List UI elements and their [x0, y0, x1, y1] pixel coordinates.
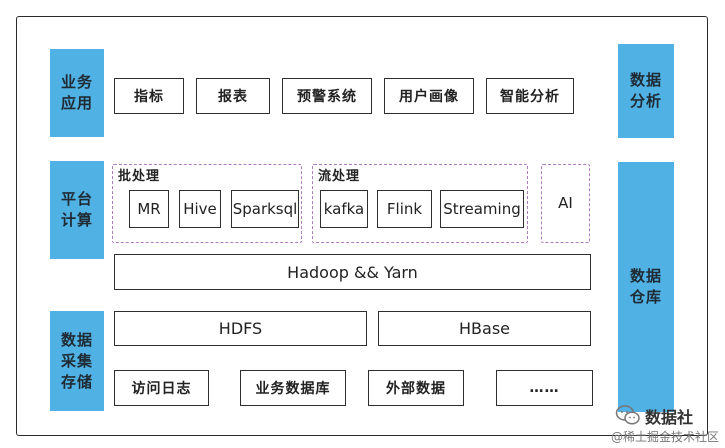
- watermark: 数据社 @稀土掘金技术社区: [609, 402, 719, 446]
- stream-box-flink: Flink: [377, 190, 432, 228]
- app-box-metrics: 指标: [114, 78, 184, 114]
- storage-box-hdfs: HDFS: [114, 311, 367, 346]
- stream-box-streaming: Streaming: [440, 190, 524, 228]
- stream-processing-title: 流处理: [316, 165, 363, 184]
- app-box-reports: 报表: [196, 78, 270, 114]
- watermark-brand: 数据社: [645, 408, 694, 427]
- app-box-user-profile: 用户画像: [384, 78, 474, 114]
- side-label-platform-compute: 平台 计算: [50, 161, 104, 259]
- batch-processing-title: 批处理: [116, 165, 163, 184]
- app-box-smart-analysis: 智能分析: [486, 78, 574, 114]
- source-box-external-data: 外部数据: [368, 370, 464, 406]
- batch-box-hive: Hive: [179, 190, 221, 228]
- source-box-business-db: 业务数据库: [240, 370, 346, 406]
- app-box-alert-system: 预警系统: [282, 78, 372, 114]
- side-label-data-warehouse: 数据 仓库: [618, 162, 674, 412]
- side-label-data-analysis: 数据 分析: [618, 44, 674, 138]
- stream-box-kafka: kafka: [320, 190, 368, 228]
- batch-box-mr: MR: [129, 190, 169, 228]
- side-label-business-app: 业务 应用: [50, 49, 104, 137]
- ai-group: [541, 164, 590, 243]
- ai-label: AI: [558, 194, 573, 212]
- batch-processing-group: [112, 164, 302, 243]
- source-box-access-logs: 访问日志: [114, 370, 209, 406]
- hadoop-yarn-box: Hadoop && Yarn: [114, 254, 591, 290]
- side-label-data-collect-store: 数据 采集 存储: [50, 311, 104, 411]
- storage-box-hbase: HBase: [378, 311, 591, 346]
- wechat-icon: [615, 405, 640, 425]
- batch-box-sparksql: Sparksql: [231, 190, 299, 228]
- watermark-source: @稀土掘金技术社区: [611, 430, 720, 444]
- source-box-more: ……: [496, 370, 593, 406]
- stream-processing-group: [312, 164, 528, 243]
